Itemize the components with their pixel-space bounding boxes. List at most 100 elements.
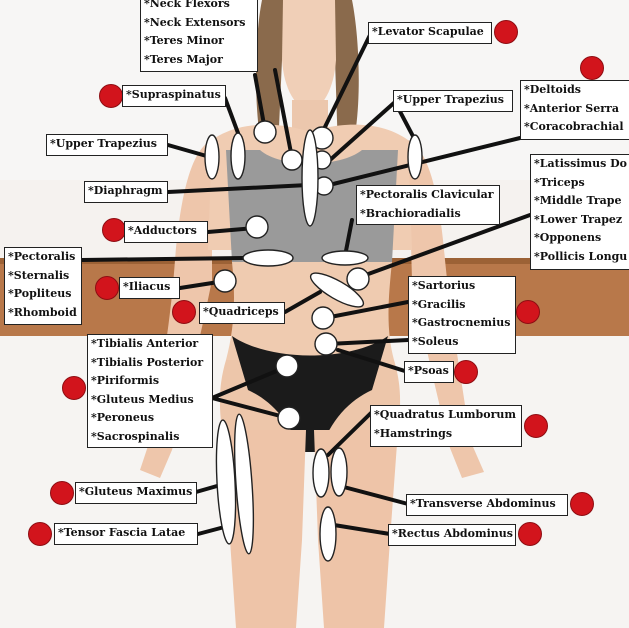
label-line: *Opponens	[534, 231, 602, 244]
connector-line	[336, 348, 410, 374]
connector-line	[358, 213, 532, 279]
label-line: *Popliteus	[8, 287, 72, 300]
reflex-point	[215, 419, 237, 545]
label-line: *Anterior Serra	[524, 101, 619, 115]
label-pectoralis-group: *Pectoralis *Sternalis *Popliteus *Rhomb…	[4, 247, 82, 325]
connector-line	[343, 218, 354, 258]
connector-line	[332, 523, 392, 536]
label-latissimus-group: *Latissimus Do *Triceps *Middle Trape *L…	[530, 154, 629, 270]
connector-line	[166, 183, 310, 194]
red-marker-dot	[580, 56, 604, 80]
label-iliacus: *Iliacus	[119, 277, 180, 299]
red-marker-dot	[454, 360, 478, 384]
label-rectus-abdominus: *Rectus Abdominus	[388, 524, 516, 546]
reflex-point	[321, 250, 369, 266]
label-line: *Teres Minor	[144, 34, 224, 47]
label-line: *Neck Flexors	[144, 0, 230, 10]
label-line: *Transverse Abdominus	[410, 497, 556, 510]
connector-line	[323, 300, 410, 320]
label-tibialis-group: *Tibialis Anterior *Tibialis Posterior *…	[87, 334, 213, 448]
label-line: *Middle Trape	[534, 194, 622, 207]
label-deltoids-group: *Deltoids *Anterior Serra *Coracobrachia…	[520, 80, 629, 140]
label-line: *Teres Major	[144, 52, 223, 66]
reflex-point	[253, 120, 277, 144]
label-line: *Rectus Abdominus	[392, 527, 513, 540]
reflex-point	[275, 354, 299, 378]
reflex-point	[301, 129, 319, 227]
label-line: *Brachioradialis	[360, 206, 461, 220]
reflex-point	[346, 267, 370, 291]
label-line: *Gastrocnemius	[412, 316, 511, 329]
label-quadriceps: *Quadriceps	[199, 302, 285, 324]
label-tensor-fascia-latae: *Tensor Fascia Latae	[54, 523, 198, 545]
label-line: *Upper Trapezius	[397, 93, 504, 106]
label-transverse-abdominus: *Transverse Abdominus	[406, 494, 568, 516]
underwear	[232, 336, 388, 452]
label-gluteus-maximus: *Gluteus Maximus	[75, 482, 197, 504]
label-line: *Psoas	[408, 364, 449, 377]
label-line: *Lower Trapez	[534, 212, 623, 226]
label-line: *Pectoralis Clavicular	[360, 188, 494, 201]
red-marker-dot	[102, 218, 126, 242]
reflex-point	[233, 413, 255, 555]
connector-line	[223, 96, 240, 135]
connector-line	[326, 338, 410, 346]
connector-line	[80, 256, 246, 262]
reflex-point	[277, 406, 301, 430]
reflex-point	[330, 447, 348, 497]
red-marker-dot	[524, 414, 548, 438]
label-pectoralis-clavicular-group: *Pectoralis Clavicular *Brachioradialis	[356, 185, 500, 225]
label-sartorius-group: *Sartorius *Gracilis *Gastrocnemius *Sol…	[408, 276, 516, 354]
label-line: *Sacrospinalis	[91, 429, 180, 443]
red-marker-dot	[62, 376, 86, 400]
label-neck-flexors-group: *Neck Flexors *Neck Extensors *Teres Min…	[140, 0, 258, 72]
connector-line	[283, 290, 322, 314]
red-marker-dot	[494, 20, 518, 44]
red-marker-dot	[570, 492, 594, 516]
label-line: *Latissimus Do	[534, 157, 627, 170]
connector-line	[210, 396, 290, 420]
reflex-point	[311, 306, 335, 330]
label-line: *Gluteus Maximus	[79, 485, 193, 498]
red-marker-dot	[516, 300, 540, 324]
label-adductors: *Adductors	[124, 221, 208, 243]
label-diaphragm: *Diaphragm	[84, 181, 168, 203]
label-line: *Tensor Fascia Latae	[58, 526, 186, 539]
reflex-point	[245, 215, 269, 239]
label-quadratus-group: *Quadratus Lumborum *Hamstrings	[370, 405, 522, 447]
red-marker-dot	[95, 276, 119, 300]
label-line: *Pectoralis	[8, 250, 76, 263]
reflex-point	[213, 269, 237, 293]
label-line: *Adductors	[128, 224, 197, 237]
face	[282, 0, 336, 112]
label-line: *Tibialis Posterior	[91, 355, 204, 369]
label-line: *Tibialis Anterior	[91, 337, 199, 350]
label-psoas: *Psoas	[404, 361, 454, 383]
label-upper-trapezius-right: *Upper Trapezius	[393, 90, 513, 112]
label-levator-scapulae: *Levator Scapulae	[368, 22, 492, 44]
connector-line	[338, 484, 410, 506]
label-line: *Soleus	[412, 334, 459, 348]
reflex-points	[204, 120, 423, 562]
label-supraspinatus: *Supraspinatus	[122, 85, 226, 107]
label-line: *Iliacus	[123, 280, 171, 293]
label-line: *Upper Trapezius	[50, 137, 157, 150]
red-marker-dot	[518, 522, 542, 546]
reflex-point	[242, 249, 294, 267]
label-line: *Piriformis	[91, 374, 160, 387]
label-line: *Sternalis	[8, 268, 70, 282]
label-line: *Coracobrachial	[524, 120, 624, 133]
label-line: *Pollicis Longu	[534, 249, 628, 263]
label-line: *Hamstrings	[374, 426, 453, 440]
connector-line	[328, 100, 397, 162]
label-line: *Quadratus Lumborum	[374, 408, 517, 421]
label-line: *Neck Extensors	[144, 15, 246, 29]
reflex-point	[312, 448, 330, 498]
connector-line	[326, 410, 374, 457]
reflex-point	[407, 134, 423, 180]
reflex-point	[309, 272, 365, 308]
label-line: *Quadriceps	[203, 305, 279, 318]
label-line: *Sartorius	[412, 279, 476, 292]
reflex-point	[314, 332, 338, 356]
